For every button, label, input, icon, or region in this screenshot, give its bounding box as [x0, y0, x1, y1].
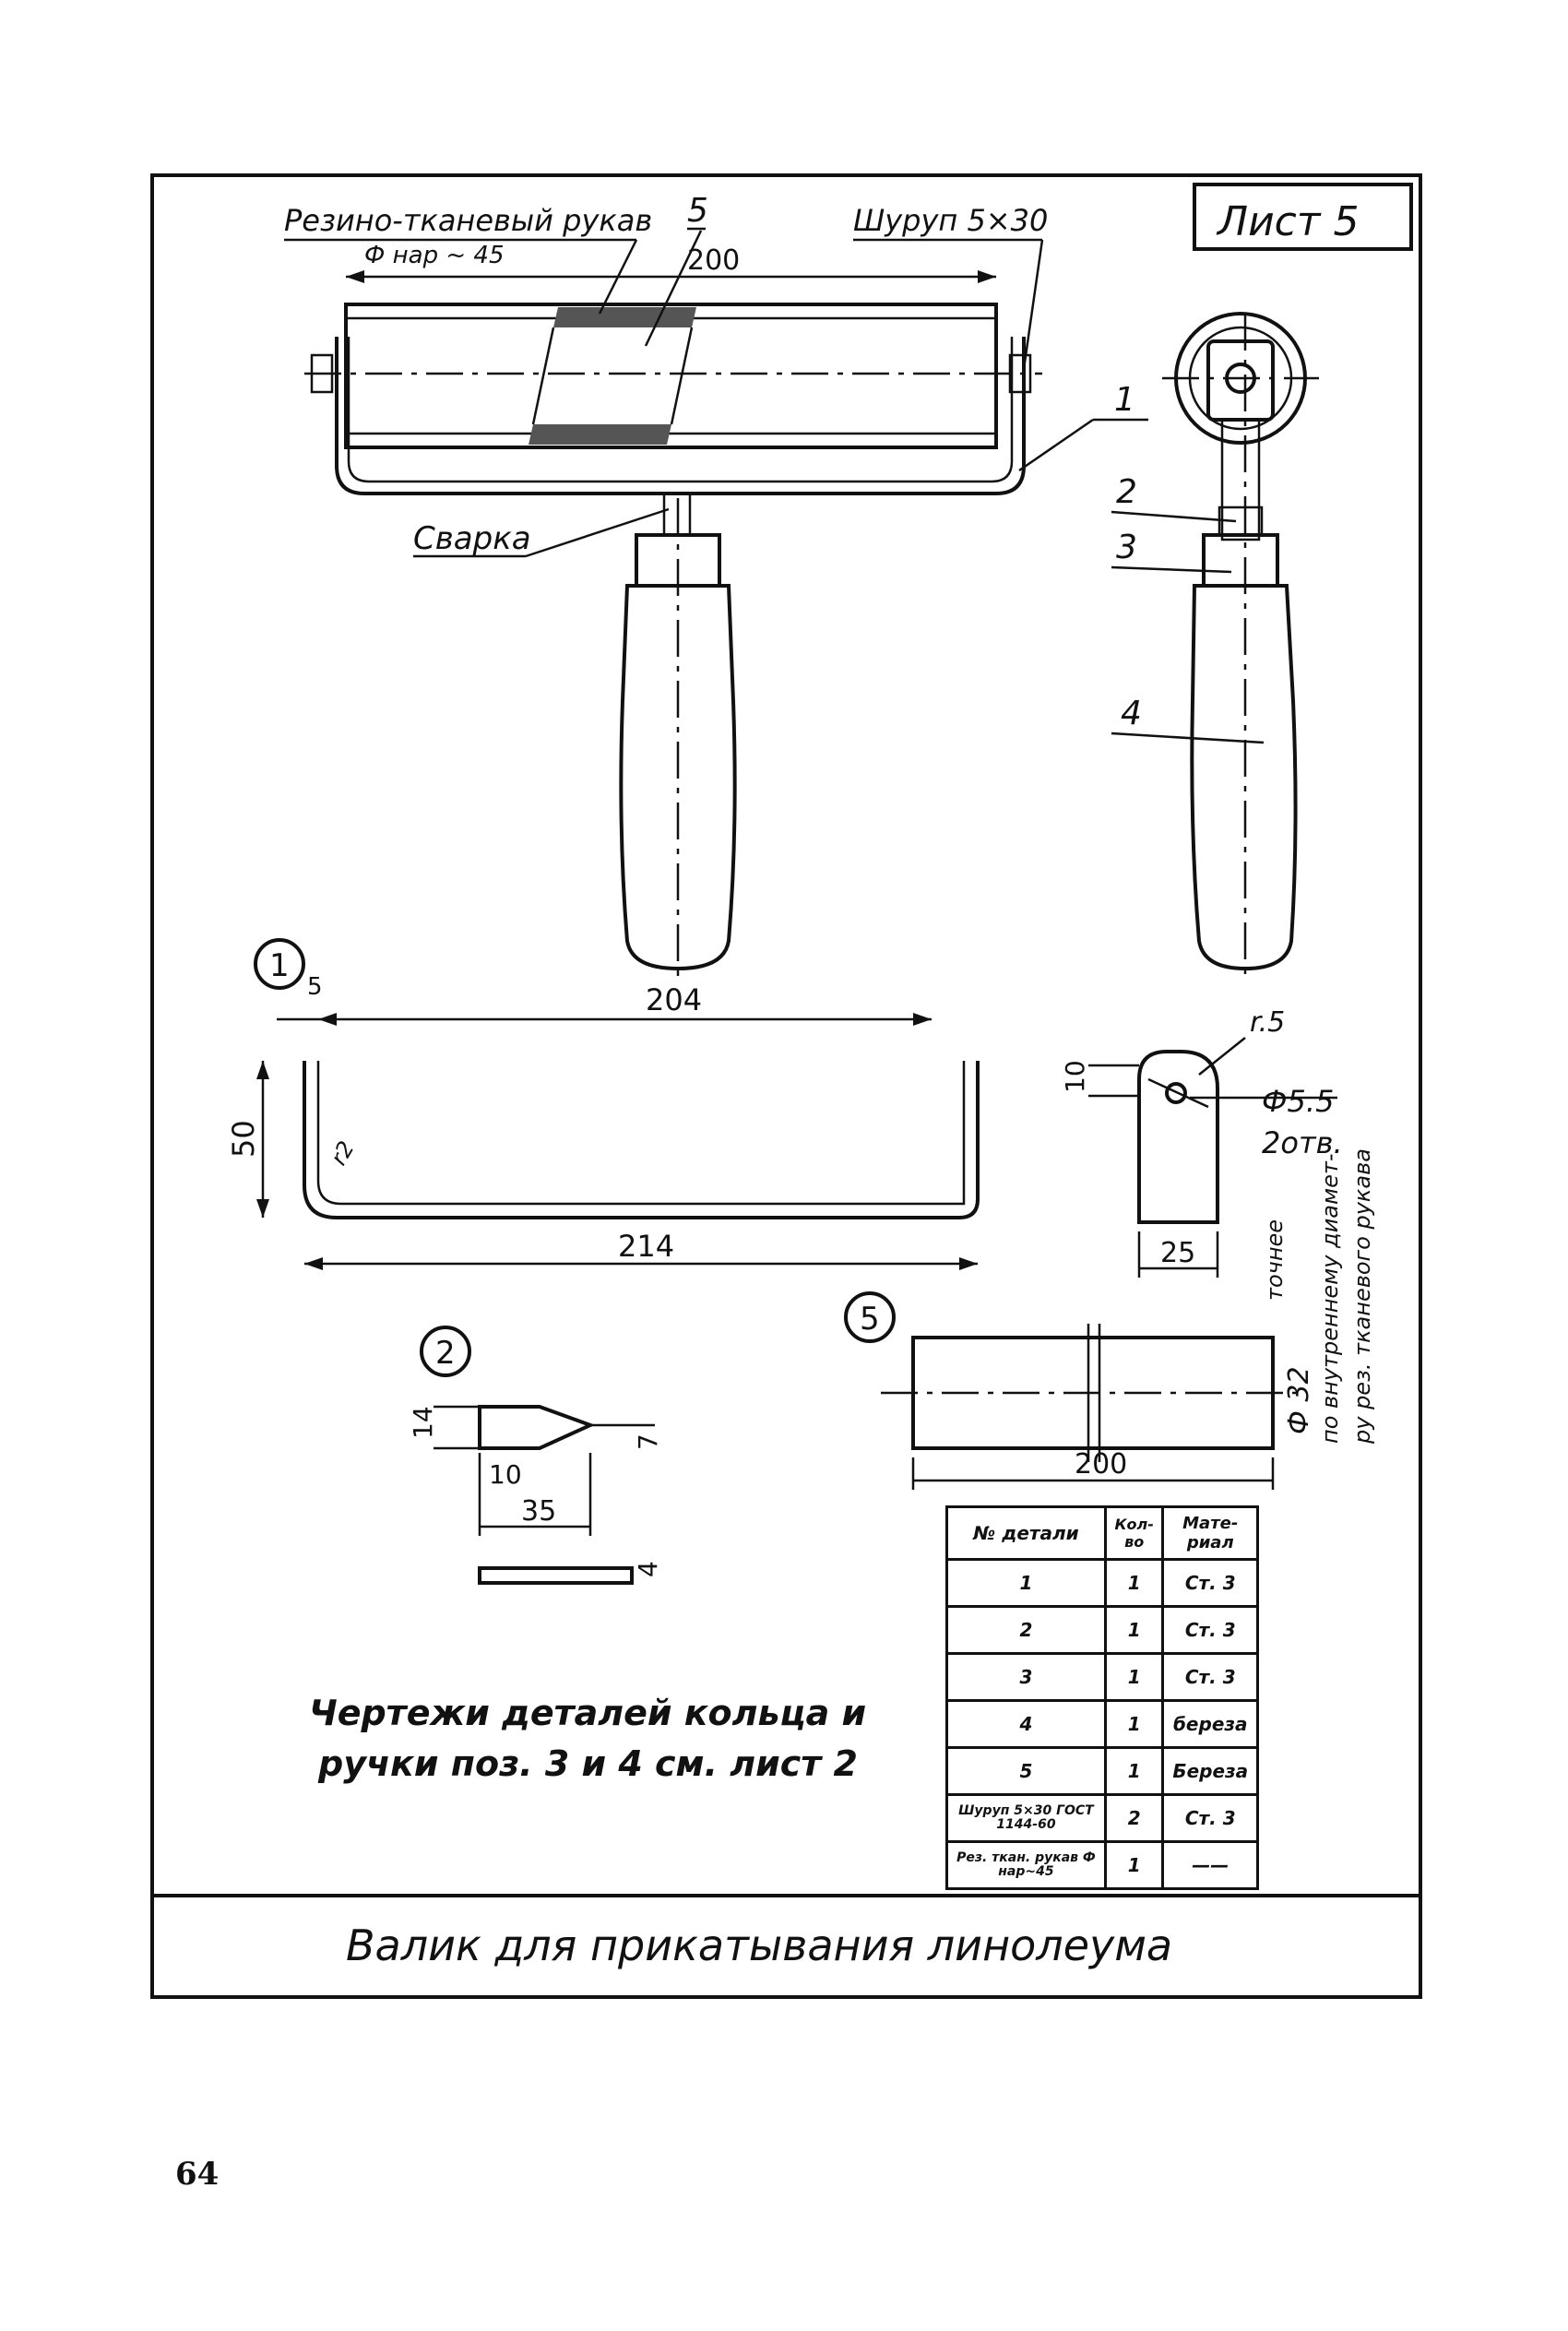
table-row: 4 1 береза [945, 1699, 1259, 1749]
spec-cell: 1 [1103, 1652, 1165, 1702]
detail-1: 1 204 5 50 r2 214 [226, 938, 980, 1270]
pos-3-callout: 3 [1116, 529, 1137, 566]
frame-wire [335, 337, 1026, 495]
spec-cell: Ст. 3 [1161, 1558, 1259, 1608]
spec-cell: 5 [945, 1746, 1107, 1796]
note-line-1: Чертежи деталей кольца и [309, 1693, 866, 1733]
plate-hole-dim: Ф5.5 [1262, 1084, 1334, 1119]
page-number: 64 [175, 2156, 220, 2193]
spec-cell: 1 [1103, 1558, 1165, 1608]
spec-cell: 4 [945, 1699, 1107, 1749]
detail-1-frame [303, 1061, 980, 1219]
detail-1-marker [254, 938, 305, 990]
tip-height-dim: 14 [408, 1406, 438, 1439]
spec-cell: Рез. ткан. рукав Ф нар~45 [945, 1840, 1107, 1890]
spec-cell: 2 [945, 1605, 1107, 1655]
side-handle [1190, 584, 1298, 971]
plate-detail: r.5 Ф5.5 2отв. 10 25 [1060, 1006, 1343, 1278]
pos-4-callout: 4 [1121, 695, 1142, 732]
frame-top-dim: 204 [646, 982, 702, 1017]
detail-5-number: 5 [860, 1301, 880, 1338]
spec-cell: —— [1161, 1840, 1259, 1890]
weld-callout: Сварка [413, 520, 531, 557]
plate-holes-count: 2отв. [1262, 1125, 1343, 1160]
spec-cell: Ст. 3 [1161, 1652, 1259, 1702]
table-row: 3 1 Ст. 3 [945, 1652, 1259, 1702]
spec-cell: береза [1161, 1699, 1259, 1749]
plate-radius-dim: r.5 [1250, 1006, 1285, 1039]
plate-outline [1137, 1050, 1219, 1224]
tip-total-dim: 35 [521, 1495, 556, 1528]
spec-table: № детали Кол-во Мате-риал 1 1 Ст. 3 2 1 … [945, 1505, 1259, 1890]
pos-2-callout: 2 [1116, 473, 1137, 511]
table-row: Рез. ткан. рукав Ф нар~45 1 —— [945, 1840, 1259, 1890]
tip-thick-dim: 4 [633, 1561, 663, 1577]
spec-cell: Шуруп 5×30 ГОСТ 1144-60 [945, 1793, 1107, 1843]
roller-assembly [304, 303, 1042, 978]
table-row: 1 1 Ст. 3 [945, 1558, 1259, 1608]
spec-header-qty: Кол-во [1103, 1505, 1165, 1561]
table-row: 5 1 Береза [945, 1746, 1259, 1796]
spec-cell: 1 [1103, 1699, 1165, 1749]
pos-1-callout: 1 [1114, 381, 1135, 419]
detail-1-number: 1 [269, 947, 290, 984]
spec-header-detail: № детали [945, 1505, 1107, 1561]
screw-left-icon [310, 353, 334, 394]
sleeve-band-bottom [529, 424, 671, 445]
sleeve-band-top [553, 307, 696, 327]
detail-5: 5 200 Ф 32 точнее по внутреннему диамет-… [844, 1148, 1375, 1490]
note-line-2: ручки поз. 3 и 4 см. лист 2 [317, 1743, 858, 1784]
outer-frame [150, 173, 1422, 1999]
table-row: Шуруп 5×30 ГОСТ 1144-60 2 Ст. 3 [945, 1793, 1259, 1843]
handle [619, 584, 737, 971]
sleeve-note-2: по внутреннему диамет- [1317, 1153, 1343, 1444]
sleeve-diameter-callout: Ф нар ~ 45 [364, 242, 504, 269]
side-view [1162, 312, 1319, 978]
tip-side-view [478, 1566, 634, 1585]
roller-body [344, 303, 998, 449]
screw-right-icon [1008, 353, 1032, 394]
spec-cell: Ст. 3 [1161, 1793, 1259, 1843]
spec-header-material: Мате-риал [1161, 1505, 1259, 1561]
detail-2-marker [420, 1326, 471, 1377]
sleeve-note-3: ру рез. тканевого рукава [1349, 1148, 1375, 1445]
plate-hole-icon [1165, 1082, 1187, 1104]
pos-5-callout: 5 [687, 192, 708, 230]
screw-callout: Шуруп 5×30 [853, 203, 1048, 238]
spec-cell: 1 [1103, 1840, 1165, 1890]
spec-header-row: № детали Кол-во Мате-риал [945, 1505, 1259, 1561]
sheet-label: Лист 5 [1216, 198, 1359, 245]
roller-length-dim: 200 [687, 244, 740, 277]
table-row: 2 1 Ст. 3 [945, 1605, 1259, 1655]
frame-gap-dim: 5 [307, 973, 323, 1001]
spec-cell: 1 [1103, 1605, 1165, 1655]
plate-width-dim: 25 [1160, 1237, 1195, 1269]
sleeve-note-1: точнее [1262, 1219, 1288, 1301]
spec-cell: 2 [1103, 1793, 1165, 1843]
drawing-title: Валик для прикатывания линолеума [346, 1921, 1172, 1970]
tip-end-dim: 7 [633, 1433, 663, 1450]
frame-bottom-dim: 214 [618, 1229, 674, 1264]
detail-5-marker [844, 1291, 896, 1343]
spec-cell: 1 [1103, 1746, 1165, 1796]
sleeve-diameter-dim: Ф 32 [1283, 1366, 1315, 1434]
tip-length-dim: 10 [489, 1459, 522, 1490]
sheet-label-box [1193, 183, 1413, 251]
frame-radius-dim: r2 [326, 1136, 360, 1170]
spec-cell: 1 [945, 1558, 1107, 1608]
spec-cell: Береза [1161, 1746, 1259, 1796]
detail-2: 2 14 10 35 7 4 [408, 1326, 663, 1585]
detail-2-number: 2 [435, 1335, 456, 1372]
sleeve-length-dim: 200 [1075, 1448, 1127, 1481]
sleeve-callout: Резино-тканевый рукав [284, 203, 652, 238]
spec-cell: 3 [945, 1652, 1107, 1702]
plate-height-dim: 10 [1060, 1060, 1090, 1093]
spec-cell: Ст. 3 [1161, 1605, 1259, 1655]
frame-height-dim: 50 [226, 1120, 261, 1158]
tip-profile [478, 1405, 596, 1450]
